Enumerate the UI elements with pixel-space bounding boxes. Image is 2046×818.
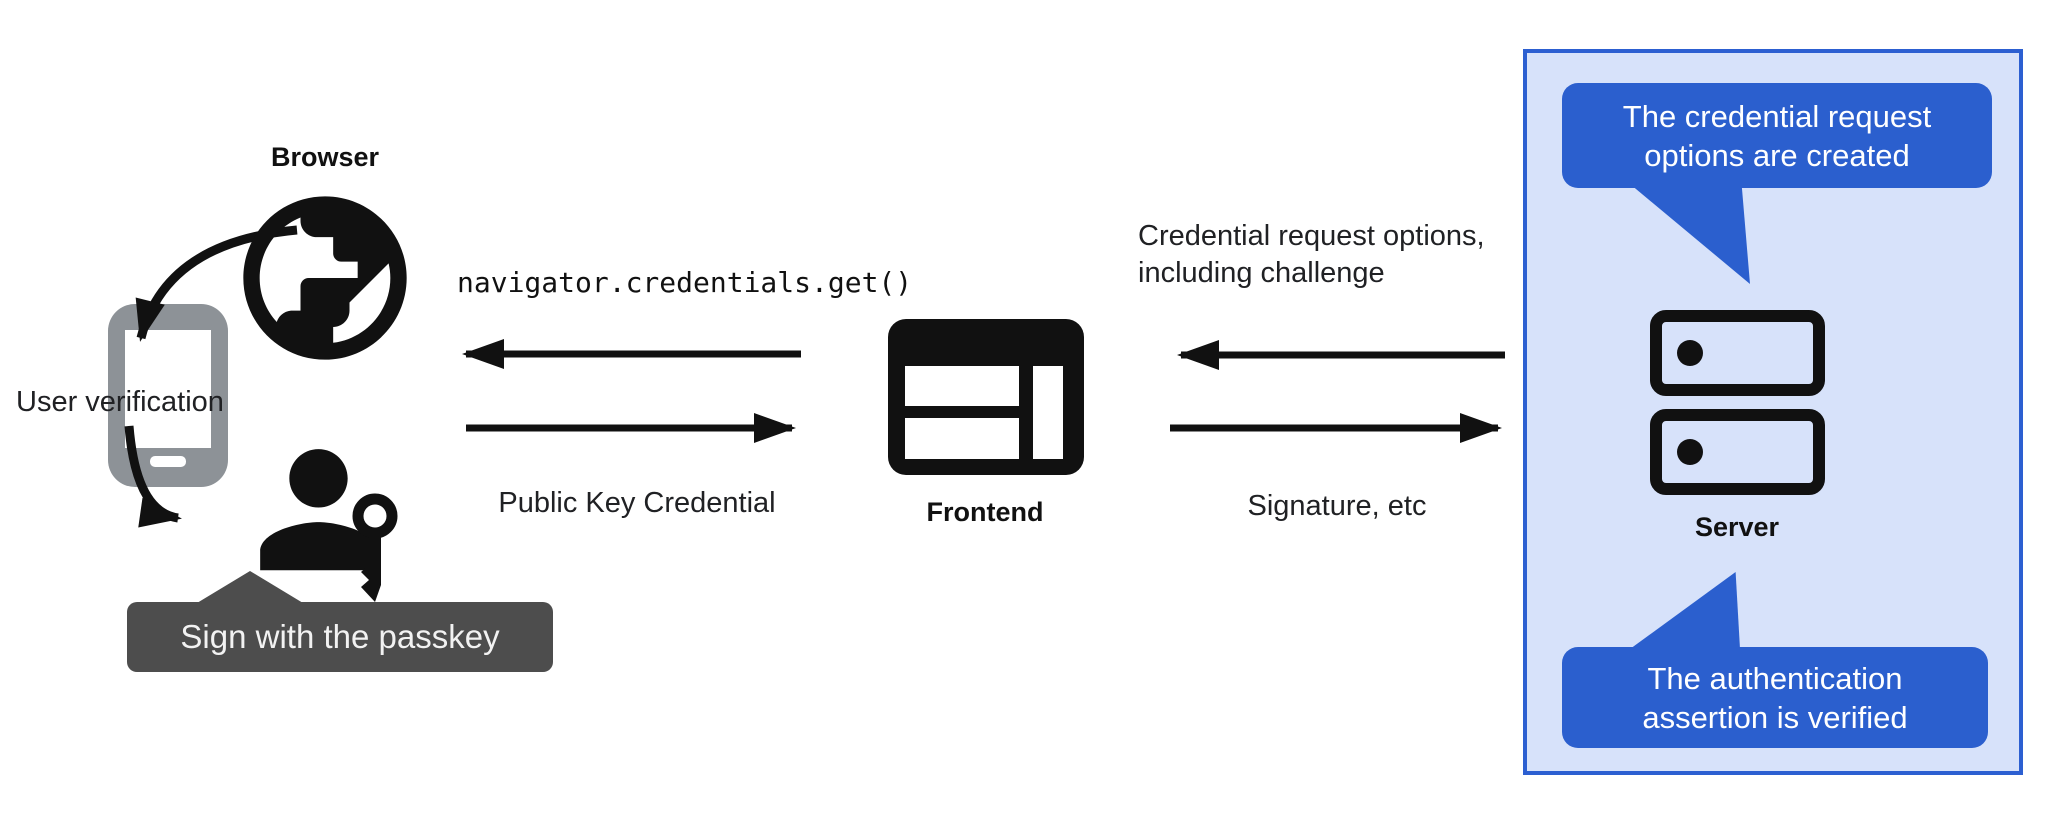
passkey-tooltip: Sign with the passkey bbox=[127, 602, 553, 672]
server-stack-icon bbox=[1650, 310, 1825, 495]
credential-request-options-line1: Credential request options, bbox=[1138, 220, 1485, 252]
smartphone-icon bbox=[108, 304, 228, 487]
assertion-verified-bubble: The authentication assertion is verified bbox=[1562, 647, 1988, 748]
browser-label: Browser bbox=[270, 142, 380, 172]
credential-request-options-line2: including challenge bbox=[1138, 257, 1385, 289]
credential-request-bubble: The credential request options are creat… bbox=[1562, 83, 1992, 188]
assertion-verified-bubble-line2: assertion is verified bbox=[1642, 699, 1908, 735]
arrow-phone-to-user bbox=[124, 425, 182, 528]
user-verification-label: User verification bbox=[16, 386, 224, 418]
browser-window-icon bbox=[888, 319, 1084, 475]
person-icon bbox=[260, 449, 377, 571]
server-label: Server bbox=[1694, 512, 1780, 542]
frontend-label: Frontend bbox=[926, 497, 1044, 527]
credential-request-options-label: Credential request options, including ch… bbox=[1138, 218, 1485, 292]
assertion-verified-bubble-line1: The authentication bbox=[1647, 660, 1903, 696]
credentials-get-code-label: navigator.credentials.get() bbox=[457, 266, 913, 299]
key-icon bbox=[352, 493, 398, 602]
signature-label: Signature, etc bbox=[1247, 490, 1427, 522]
credential-request-bubble-line1: The credential request bbox=[1622, 98, 1932, 134]
globe-icon bbox=[243, 196, 407, 360]
public-key-credential-label: Public Key Credential bbox=[498, 487, 776, 519]
credential-request-bubble-line2: options are created bbox=[1644, 137, 1910, 173]
passkey-tooltip-label: Sign with the passkey bbox=[180, 618, 500, 655]
